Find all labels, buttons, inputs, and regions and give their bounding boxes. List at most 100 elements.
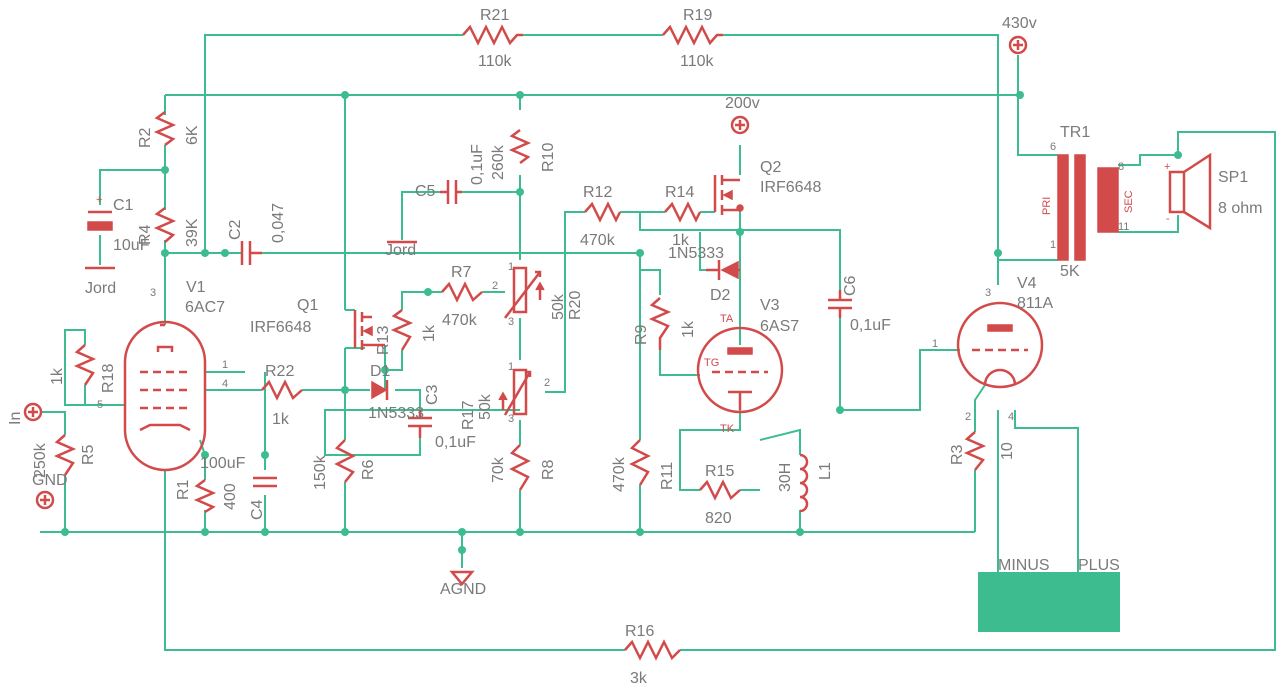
svg-text:In: In	[7, 412, 24, 425]
svg-text:R9: R9	[633, 324, 650, 345]
svg-text:IRF6648: IRF6648	[760, 179, 821, 196]
potentiometer-r20: 1 2 3 R20 50k	[492, 261, 584, 328]
svg-text:200v: 200v	[725, 95, 760, 112]
svg-text:470k: 470k	[611, 456, 628, 492]
capacitor-c1: + C1 10uF Jord	[85, 194, 150, 297]
svg-text:260k: 260k	[490, 144, 507, 180]
diode-d1: D1 1N5333	[368, 363, 424, 422]
svg-text:1N5333: 1N5333	[368, 405, 424, 422]
svg-text:1: 1	[508, 361, 514, 373]
svg-text:Jord: Jord	[385, 242, 416, 259]
svg-text:430v: 430v	[1002, 15, 1037, 32]
svg-text:R3: R3	[949, 444, 966, 465]
svg-text:5K: 5K	[1060, 263, 1080, 280]
svg-text:0,1uF: 0,1uF	[435, 434, 476, 451]
svg-text:110k: 110k	[478, 53, 513, 70]
svg-text:4: 4	[222, 378, 228, 390]
resistor-r3: R3 10	[949, 431, 1016, 471]
capacitor-c6: C6 0,1uF	[828, 275, 891, 334]
svg-text:R21: R21	[480, 7, 509, 24]
svg-text:10uF: 10uF	[113, 237, 150, 254]
svg-text:R20: R20	[567, 291, 584, 320]
svg-text:R8: R8	[540, 459, 557, 480]
resistor-r10: R10 260k	[490, 129, 557, 180]
svg-text:C1: C1	[113, 197, 134, 214]
svg-text:250k: 250k	[32, 442, 49, 478]
svg-text:150k: 150k	[312, 454, 329, 490]
svg-text:2: 2	[492, 280, 498, 292]
svg-text:470k: 470k	[442, 312, 478, 329]
svg-text:MINUS: MINUS	[998, 557, 1050, 574]
resistor-r5: 250k R5	[32, 434, 97, 478]
svg-text:11: 11	[1118, 221, 1129, 233]
svg-text:470k: 470k	[580, 232, 616, 249]
svg-text:50k: 50k	[477, 393, 494, 420]
svg-text:PLUS: PLUS	[1078, 557, 1120, 574]
svg-text:0,1uF: 0,1uF	[469, 144, 486, 185]
svg-text:Q2: Q2	[760, 159, 781, 176]
svg-text:D2: D2	[710, 287, 731, 304]
resistor-r7: R7 470k	[441, 264, 483, 329]
resistor-r19: R19 110k	[662, 7, 723, 70]
svg-text:L1: L1	[817, 462, 834, 480]
svg-text:C3: C3	[424, 384, 441, 405]
svg-text:+: +	[1164, 161, 1170, 173]
svg-text:Jord: Jord	[85, 280, 116, 297]
svg-text:R13: R13	[375, 326, 392, 355]
svg-text:30H: 30H	[777, 463, 794, 492]
svg-text:V4: V4	[1017, 275, 1037, 292]
svg-text:1N5333: 1N5333	[668, 245, 724, 262]
svg-text:100uF: 100uF	[200, 455, 246, 472]
mosfet-q2: Q2 IRF6648	[713, 159, 821, 215]
svg-text:70k: 70k	[490, 456, 507, 483]
svg-text:1: 1	[222, 359, 228, 371]
battery-block: MINUS PLUS	[978, 557, 1120, 632]
svg-text:3: 3	[985, 287, 991, 299]
inductor-l1: 30H L1	[777, 453, 834, 513]
svg-text:C2: C2	[227, 219, 244, 240]
resistor-r21: R21 110k	[462, 7, 523, 70]
svg-text:6AC7: 6AC7	[185, 299, 225, 316]
svg-text:2: 2	[544, 377, 550, 389]
svg-text:SP1: SP1	[1218, 169, 1248, 186]
svg-text:820: 820	[705, 510, 732, 527]
svg-text:R4: R4	[137, 224, 154, 245]
input-gnd: GND	[32, 472, 68, 510]
ground-agnd: AGND	[440, 570, 486, 598]
tube-v4: V4 811A 3 1 2 4	[932, 275, 1054, 423]
svg-text:3: 3	[150, 287, 156, 299]
svg-text:10: 10	[999, 442, 1016, 460]
svg-text:1: 1	[508, 261, 514, 273]
svg-text:V3: V3	[760, 297, 780, 314]
svg-text:1k: 1k	[421, 324, 438, 342]
svg-text:400: 400	[222, 483, 239, 510]
junctions	[61, 91, 1182, 554]
svg-text:3k: 3k	[630, 670, 648, 687]
svg-text:R12: R12	[583, 184, 612, 201]
svg-text:6: 6	[1050, 141, 1056, 153]
svg-text:6AS7: 6AS7	[760, 318, 799, 335]
resistor-r11: 470k R11	[611, 439, 676, 492]
svg-text:R2: R2	[137, 127, 154, 148]
resistor-r16: R16 3k	[624, 623, 681, 687]
resistor-r13: R13 1k	[375, 309, 438, 355]
mosfet-q1: Q1 IRF6648	[250, 297, 385, 350]
svg-text:R6: R6	[360, 459, 377, 480]
input-in: In	[7, 402, 43, 425]
svg-text:R11: R11	[659, 462, 676, 490]
capacitor-c2: C2 0,047	[227, 203, 287, 265]
svg-text:Q1: Q1	[297, 297, 318, 314]
svg-text:R15: R15	[705, 463, 734, 480]
wires	[40, 34, 1276, 651]
resistor-r22: R22 1k	[261, 363, 303, 428]
svg-text:TR1: TR1	[1060, 124, 1090, 141]
svg-text:1k: 1k	[680, 320, 697, 338]
svg-text:1: 1	[932, 338, 938, 350]
svg-text:811A: 811A	[1017, 295, 1054, 312]
svg-text:R14: R14	[665, 184, 694, 201]
resistor-r12: R12 470k	[580, 184, 622, 249]
svg-text:1k: 1k	[49, 367, 66, 385]
resistor-r9: R9 1k	[633, 297, 697, 350]
svg-text:D1: D1	[370, 363, 391, 380]
svg-text:5: 5	[97, 399, 103, 411]
